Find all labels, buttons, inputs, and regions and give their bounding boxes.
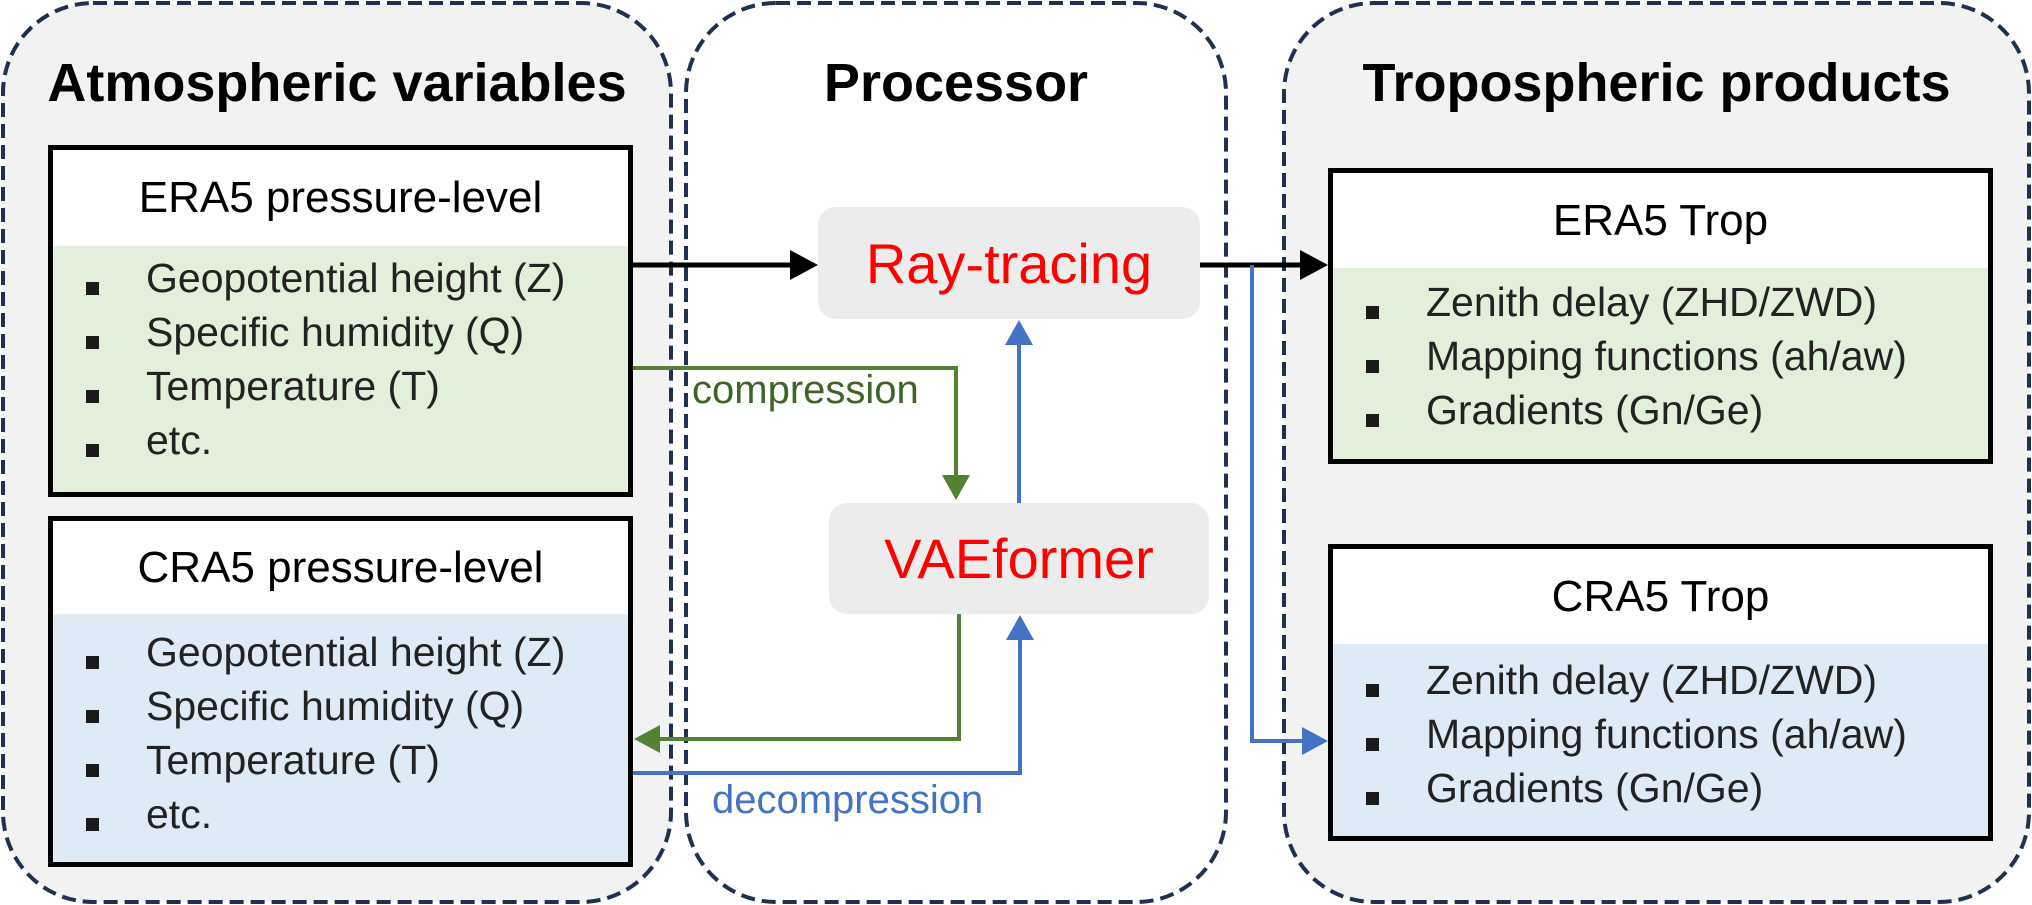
list-item-text: Mapping functions (ah/aw) [1426,711,1907,757]
arrowhead-cra5-in [634,725,660,753]
list-item: Specific humidity (Q) [53,680,628,734]
bullet-icon [86,656,99,669]
node-ray-tracing[interactable]: Ray-tracing [818,207,1200,319]
list-item-text: Specific humidity (Q) [146,683,525,729]
arrowhead-era5-trop-in [1300,250,1328,280]
list-item: etc. [53,414,628,468]
list-item: Mapping functions (ah/aw) [1333,330,1988,384]
list-item-text: Specific humidity (Q) [146,309,525,355]
arrow-raytracing-to-cra5-trop [1250,265,1302,743]
list-item-text: Mapping functions (ah/aw) [1426,333,1907,379]
list-item-text: etc. [146,417,213,463]
list-item-text: Gradients (Gn/Ge) [1426,765,1764,811]
arrowhead-cra5-trop-in [1302,727,1328,755]
bullet-icon [1366,684,1379,697]
arrowhead-raytracing-in [790,250,818,280]
output-box-header: ERA5 Trop [1333,173,1988,273]
output-box-body: Zenith delay (ZHD/ZWD) Mapping functions… [1333,268,1988,459]
arrow-decompression [632,640,1022,775]
input-box-body: Geopotential height (Z) Specific humidit… [53,246,628,492]
bullet-icon [1366,738,1379,751]
list-item: etc. [53,788,628,842]
bullet-icon [86,390,99,403]
bullet-icon [86,444,99,457]
input-box-cra5[interactable]: CRA5 pressure-level Geopotential height … [48,516,633,867]
node-vaeformer[interactable]: VAEformer [829,503,1209,614]
bullet-icon [86,710,99,723]
bullet-icon [86,282,99,295]
input-box-header: ERA5 pressure-level [53,150,628,251]
list-item-text: Gradients (Gn/Ge) [1426,387,1764,433]
bullet-icon [1366,306,1379,319]
output-box-body: Zenith delay (ZHD/ZWD) Mapping functions… [1333,644,1988,836]
list-item: Geopotential height (Z) [53,252,628,306]
list-item: Mapping functions (ah/aw) [1333,708,1988,762]
list-item-text: Temperature (T) [146,737,440,783]
list-item-text: Geopotential height (Z) [146,255,566,301]
list-item-text: Zenith delay (ZHD/ZWD) [1426,279,1878,325]
list-item: Temperature (T) [53,734,628,788]
list-item-text: Temperature (T) [146,363,440,409]
label-compression: compression [692,368,919,412]
input-box-header: CRA5 pressure-level [53,521,628,619]
input-box-body: Geopotential height (Z) Specific humidit… [53,614,628,862]
arrow-compression [632,366,958,475]
arrowhead-compression [942,475,970,500]
arrowhead-decompression [1006,615,1034,640]
bullet-icon [86,818,99,831]
list-item: Zenith delay (ZHD/ZWD) [1333,654,1988,708]
output-box-era5-trop[interactable]: ERA5 Trop Zenith delay (ZHD/ZWD) Mapping… [1328,168,1993,464]
panel-title-tropospheric-products: Tropospheric products [1362,53,1951,113]
bullet-icon [1366,360,1379,373]
list-item: Gradients (Gn/Ge) [1333,762,1988,816]
arrowhead-raytracing-from-vaeformer [1005,320,1033,345]
panel-title-processor: Processor [823,53,1089,113]
bullet-icon [1366,792,1379,805]
list-item-text: Zenith delay (ZHD/ZWD) [1426,657,1878,703]
list-item: Temperature (T) [53,360,628,414]
panel-title-atmospheric-variables: Atmospheric variables [47,53,627,113]
list-item-text: Geopotential height (Z) [146,629,566,675]
list-item-text: etc. [146,791,213,837]
label-decompression: decompression [712,778,984,822]
bullet-icon [86,336,99,349]
arrow-vaeformer-to-cra5 [660,614,961,741]
input-box-era5[interactable]: ERA5 pressure-level Geopotential height … [48,145,633,497]
list-item: Specific humidity (Q) [53,306,628,360]
bullet-icon [1366,414,1379,427]
output-box-cra5-trop[interactable]: CRA5 Trop Zenith delay (ZHD/ZWD) Mapping… [1328,544,1993,841]
list-item: Geopotential height (Z) [53,626,628,680]
output-box-header: CRA5 Trop [1333,549,1988,649]
list-item: Zenith delay (ZHD/ZWD) [1333,276,1988,330]
list-item: Gradients (Gn/Ge) [1333,384,1988,438]
bullet-icon [86,764,99,777]
